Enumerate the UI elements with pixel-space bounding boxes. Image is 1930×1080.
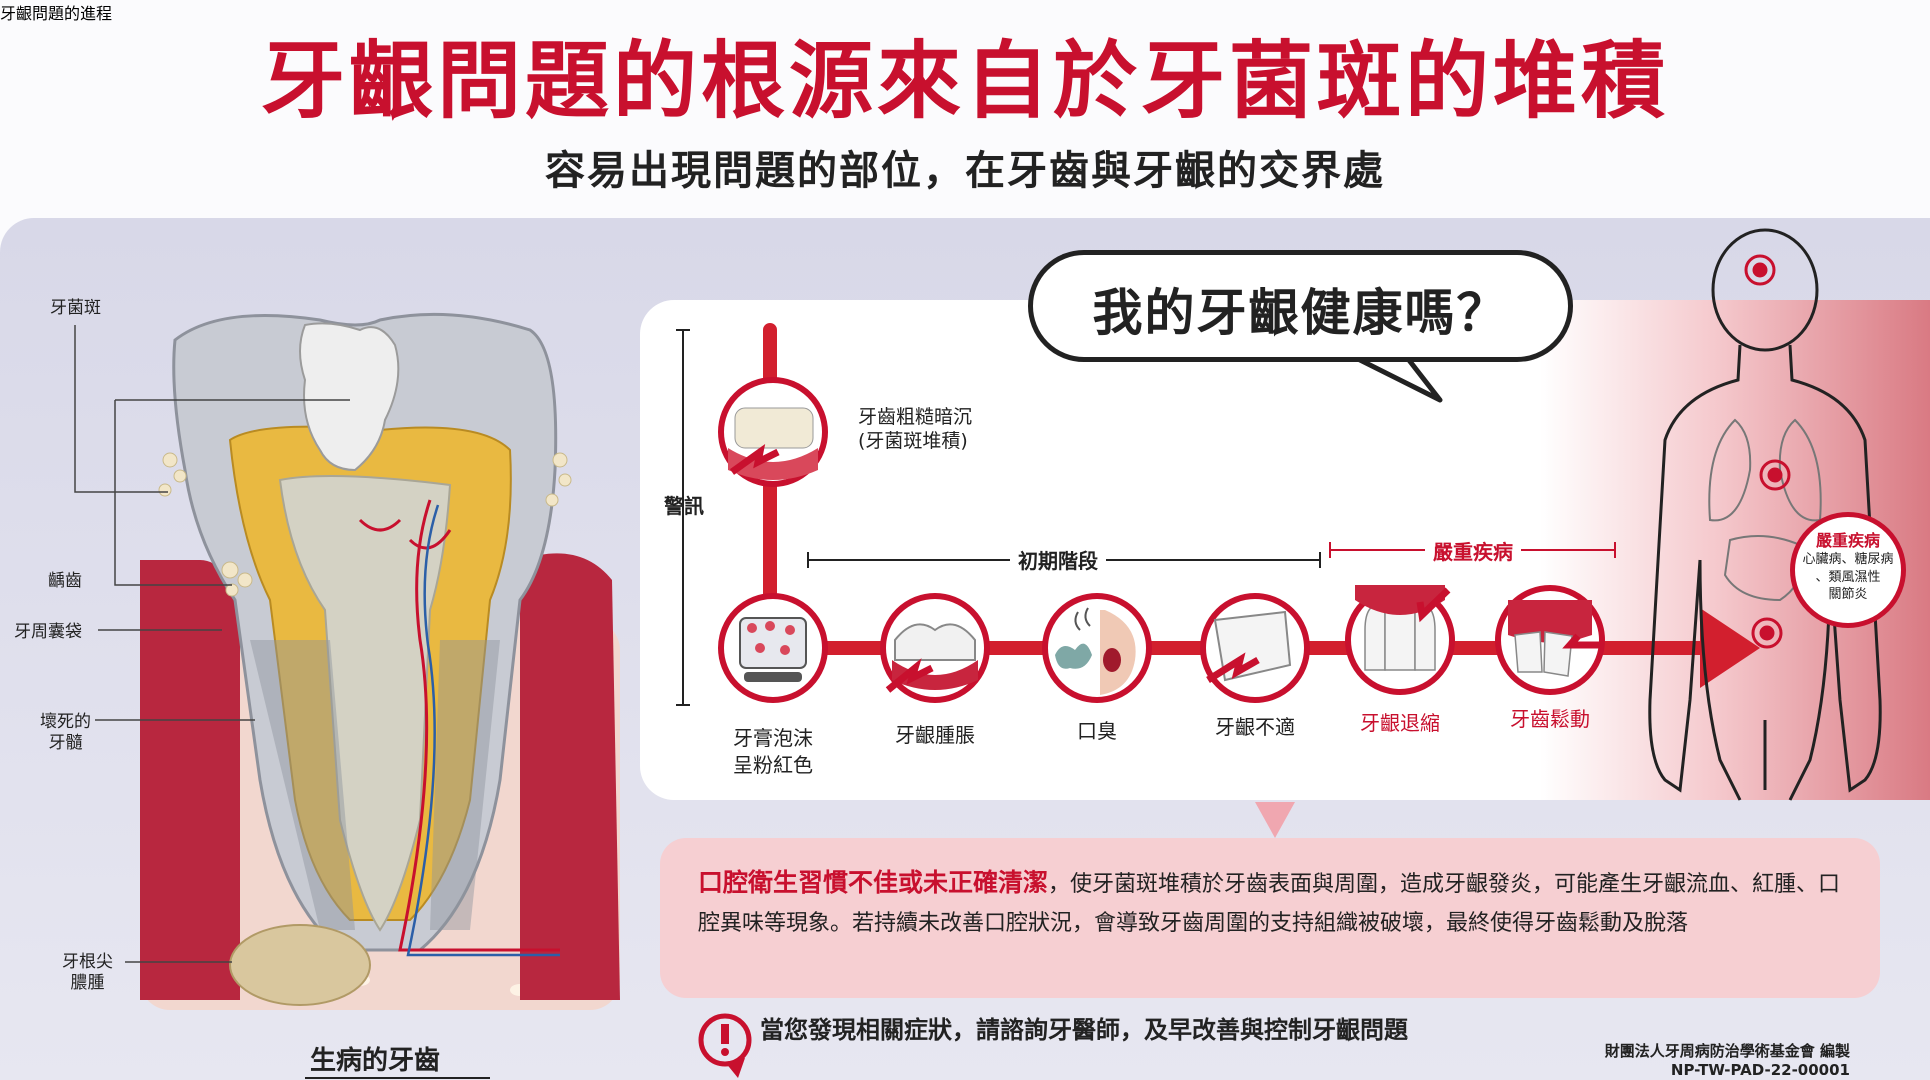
- plaque-deposits: [158, 452, 572, 597]
- progression-title: 牙齦問題的進程: [0, 4, 113, 23]
- body-markers: [1744, 254, 1791, 649]
- stage-severe: 嚴重疾病: [1425, 536, 1521, 565]
- info-text: ，使牙菌斑堆積於牙齒表面與周圍，造成牙齦發炎，可能產生牙齦流血、紅腫、口腔異味等…: [698, 872, 1841, 936]
- tooth-caption: 生病的牙齒: [310, 1046, 441, 1076]
- symptom-toothpaste-icon: [718, 593, 828, 703]
- symptom-label: 牙齦退縮: [1360, 711, 1440, 735]
- symptom-bad-breath-icon: [1042, 593, 1152, 703]
- poster-subtitle: 容易出現問題的部位，在牙齒與牙齦的交界處: [545, 148, 1385, 194]
- severe-disease-list: 心臟病、糖尿病 、類風濕性 關節炎: [1802, 552, 1894, 603]
- down-triangle: [1255, 802, 1295, 838]
- question-text: 我的牙齦健康嗎？: [1092, 284, 1509, 342]
- severe-disease-title: 嚴重疾病: [1815, 531, 1880, 550]
- document-code: NP-TW-PAD-22-00001: [1670, 1060, 1850, 1079]
- publisher-block: 財團法人牙周病防治學術基金會 編製 NP-TW-PAD-22-00001: [1605, 1042, 1850, 1080]
- poster-title: 牙齦問題的根源來自於牙菌斑的堆積: [260, 32, 1669, 130]
- gum-right: [520, 553, 620, 1000]
- info-box: 口腔衛生習慣不佳或未正確清潔，使牙菌斑堆積於牙齒表面與周圍，造成牙齦發炎，可能產…: [660, 838, 1880, 998]
- progression-graphic: [676, 323, 1760, 838]
- alert-icon: [698, 1013, 752, 1078]
- symptom-label: 牙齦不適: [1215, 715, 1295, 739]
- timeline-bracket: [676, 329, 690, 706]
- symptom-label: 口臭: [1077, 719, 1117, 743]
- info-paragraph: 口腔衛生習慣不佳或未正確清潔，使牙菌斑堆積於牙齒表面與周圍，造成牙齦發炎，可能產…: [698, 862, 1848, 942]
- warning-label: 警訊: [664, 494, 704, 518]
- label-necrotic-pulp: 壞死的 牙髓: [40, 712, 91, 754]
- progression-arrowhead: [1700, 608, 1760, 688]
- symptom-label: 牙齒鬆動: [1510, 707, 1590, 731]
- warning-icon: [718, 377, 828, 487]
- gum-left: [140, 560, 240, 1000]
- publisher-name: 財團法人牙周病防治學術基金會 編製: [1604, 1042, 1850, 1060]
- caries-cavity: [299, 322, 400, 472]
- symptom-label: 牙齦腫脹: [895, 723, 975, 747]
- stage-early: 初期階段: [1010, 545, 1106, 574]
- tooth-pulp: [278, 475, 452, 932]
- symptom-swollen-gum-icon: [880, 593, 990, 703]
- tooth-leader-lines: [74, 325, 350, 963]
- advice-text: 當您發現相關症狀，請諮詢牙醫師，及早改善與控制牙齦問題: [760, 1016, 1408, 1044]
- symptom-loose-tooth-icon: [1495, 585, 1605, 695]
- symptom-gum-recession-icon: [1345, 585, 1455, 695]
- nerve-vessels: [358, 499, 560, 952]
- symptom-gum-discomfort-icon: [1200, 593, 1310, 703]
- label-caries: 齲齒: [48, 571, 82, 591]
- label-root-abscess: 牙根尖 膿腫: [62, 952, 113, 994]
- symptom-label: 牙膏泡沫 呈粉紅色: [733, 726, 813, 777]
- warning-item: 牙齒粗糙暗沉 (牙菌斑堆積): [858, 406, 973, 452]
- info-highlight: 口腔衛生習慣不佳或未正確清潔: [698, 868, 1049, 897]
- speech-bubble: 我的牙齦健康嗎？: [1028, 250, 1573, 362]
- severe-disease-badge: 嚴重疾病 心臟病、糖尿病 、類風濕性 關節炎: [1790, 512, 1906, 628]
- tooth-illustration: [74, 312, 620, 1010]
- root-abscess: [229, 924, 371, 1006]
- label-plaque: 牙菌斑: [50, 298, 101, 318]
- label-periodontal-pocket: 牙周囊袋: [14, 622, 82, 642]
